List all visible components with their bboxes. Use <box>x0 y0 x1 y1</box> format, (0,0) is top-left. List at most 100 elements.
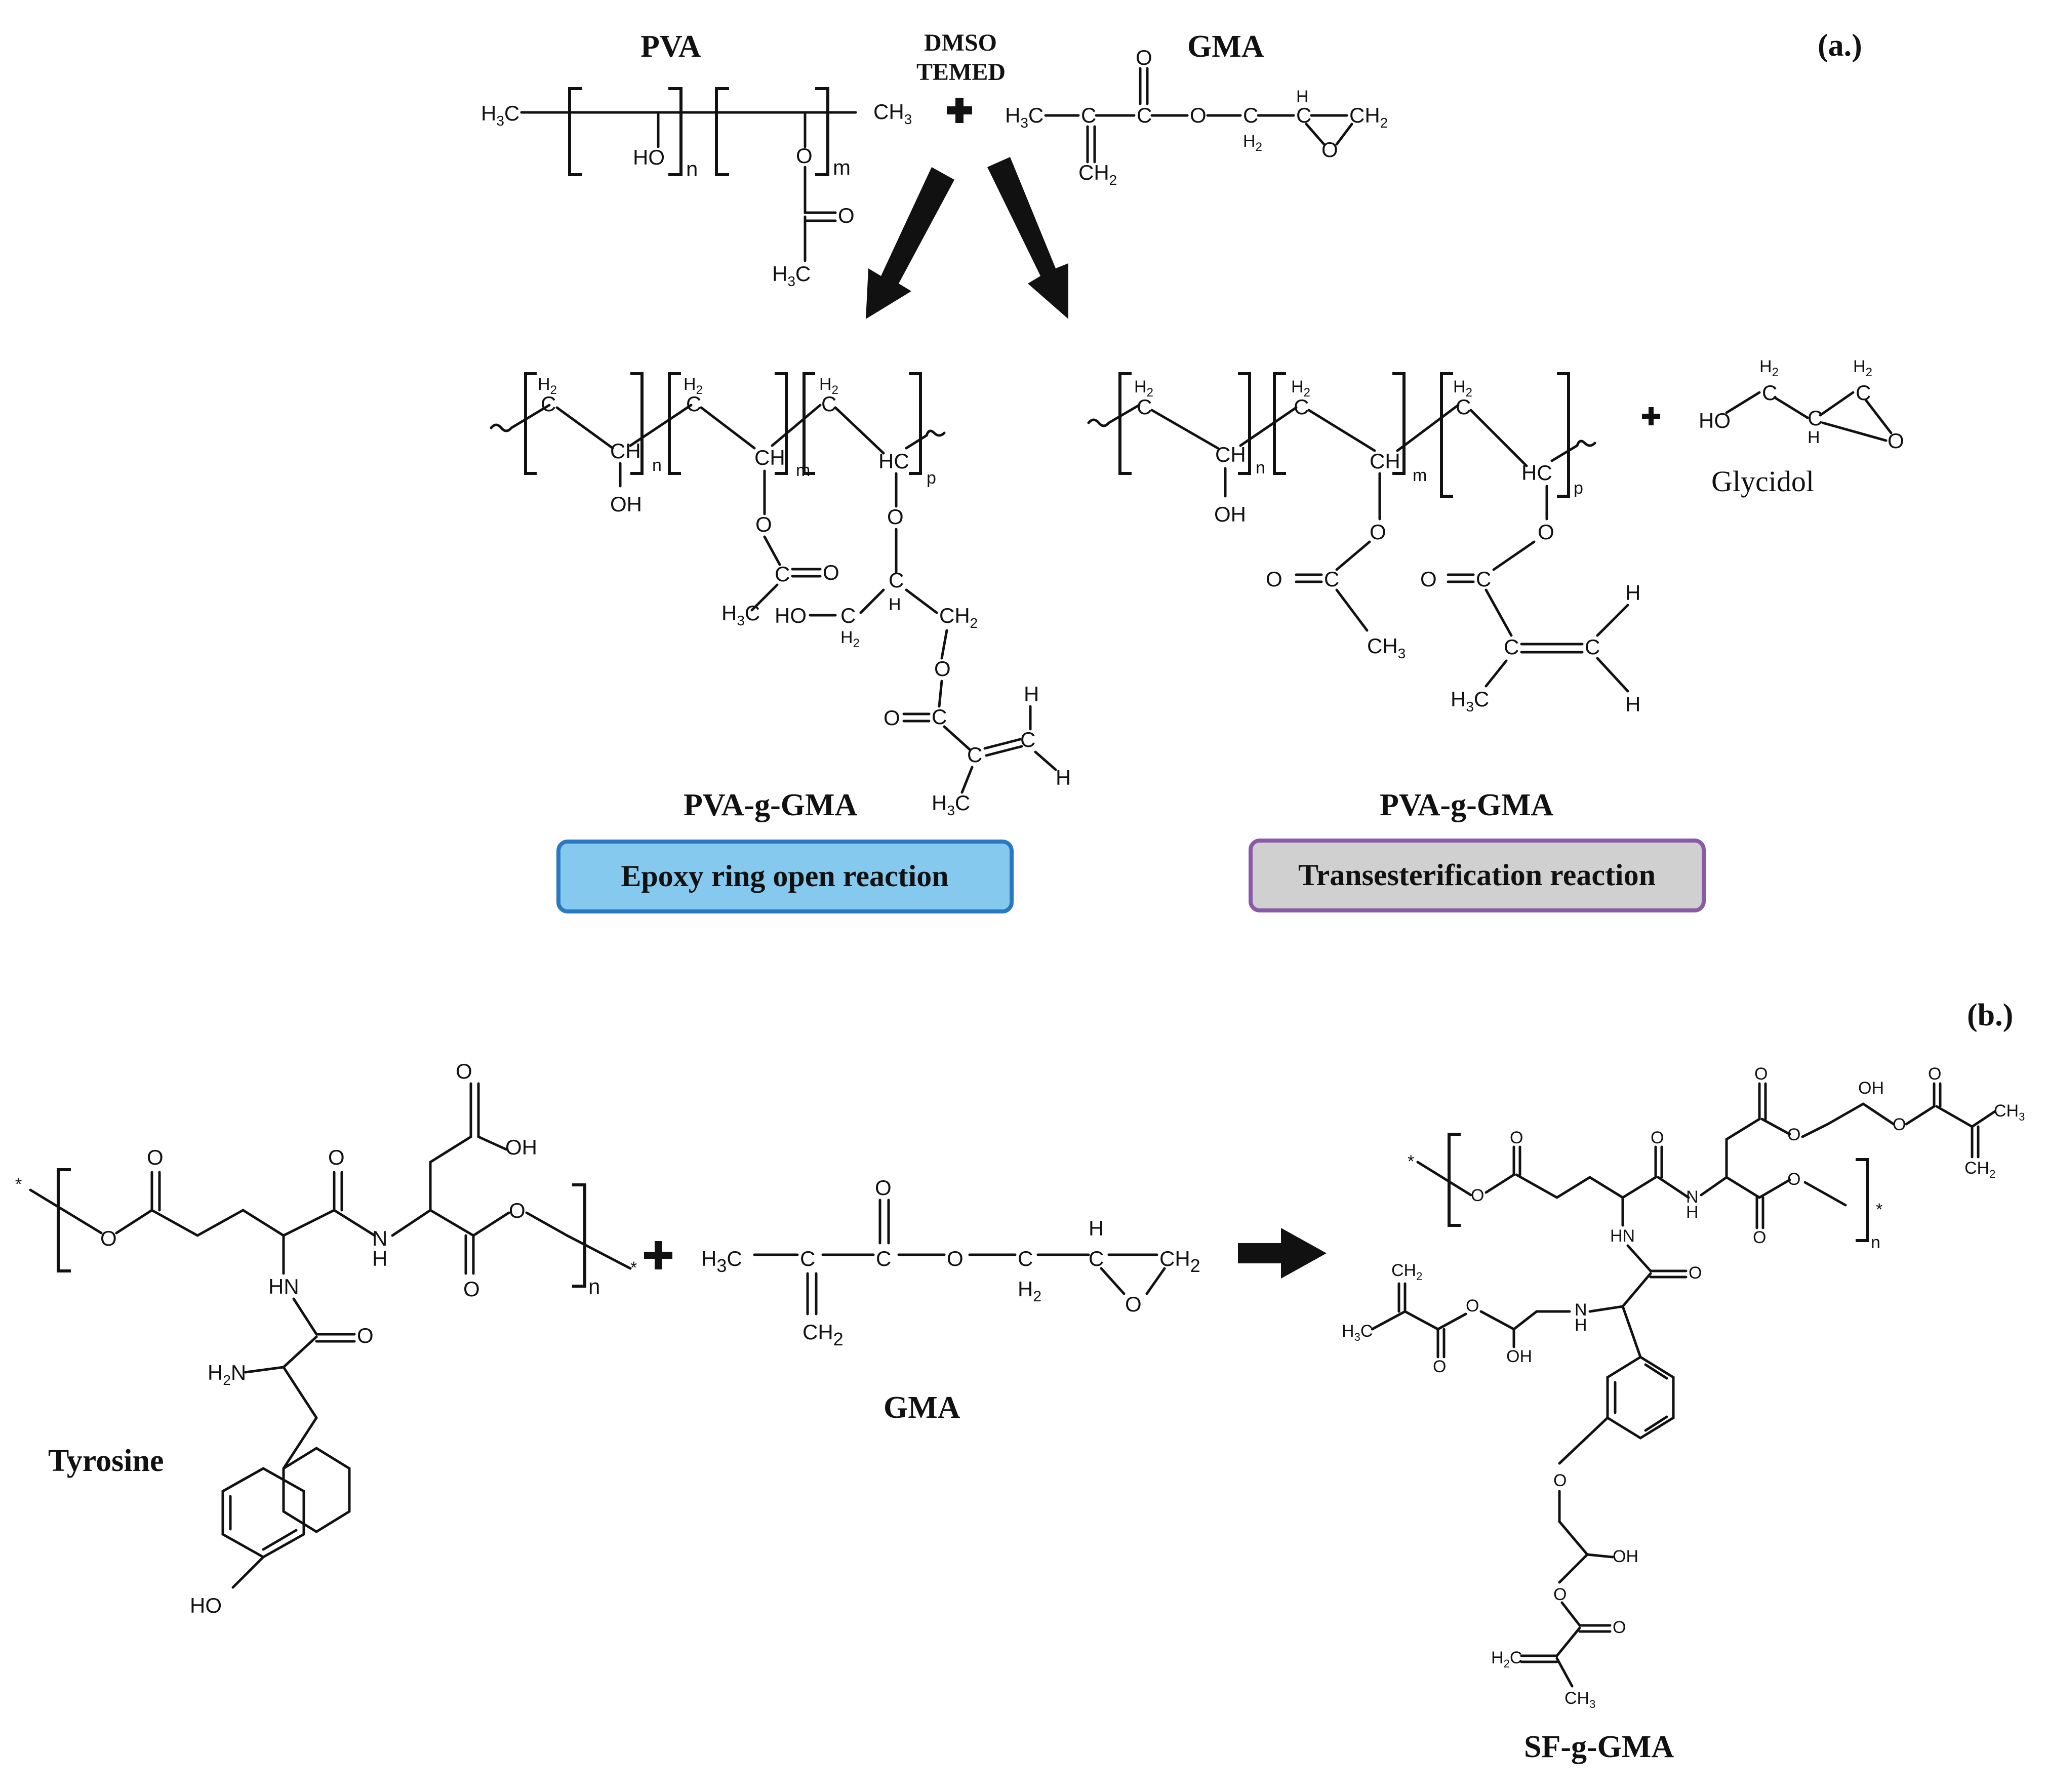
atom-label: H <box>1056 766 1071 789</box>
bond <box>771 404 822 447</box>
bond <box>1586 1553 1614 1559</box>
bond <box>1150 409 1219 450</box>
tyrosine-title: Tyrosine <box>48 1444 164 1478</box>
bond <box>510 404 551 429</box>
atom-label: CH2 <box>1159 1247 1200 1276</box>
atom-label: O <box>887 505 904 529</box>
bond <box>1335 123 1353 146</box>
bond <box>1485 588 1513 637</box>
bond <box>1596 657 1629 693</box>
atom-label: CH3 <box>1367 634 1406 661</box>
panel-a-label: (a.) <box>1818 28 1862 63</box>
product-left-title: PVA-g-GMA <box>684 788 857 822</box>
bond <box>115 1209 153 1235</box>
atom-label: O <box>1754 1064 1768 1084</box>
atom-label: O <box>147 1145 164 1169</box>
atom-label: C <box>1294 395 1309 419</box>
bond <box>1469 409 1528 467</box>
bond <box>1596 604 1629 637</box>
atom-label: C <box>876 1247 891 1270</box>
bond <box>555 406 614 450</box>
benzene-ring <box>221 1467 305 1559</box>
bond <box>1403 1310 1439 1331</box>
atom-label: C <box>1020 728 1035 751</box>
atom-label: C <box>1324 567 1339 591</box>
bond <box>1773 396 1809 419</box>
atom-label: H2 <box>1018 1277 1041 1305</box>
arrow-down-left <box>866 167 954 319</box>
reaction-label-epoxy: Epoxy ring open reaction <box>621 859 948 893</box>
repeat-bracket-right <box>815 87 829 176</box>
bond <box>1905 1105 1936 1126</box>
bond <box>525 1211 569 1237</box>
repeat-bracket-right <box>1856 1158 1869 1242</box>
wavy-bond <box>490 423 513 432</box>
atom-label: C <box>1456 395 1471 419</box>
sf-g-gma-title: SF-g-GMA <box>1524 1730 1674 1764</box>
atom-label: O <box>456 1059 472 1083</box>
bond <box>1588 1176 1624 1199</box>
atom-label: C <box>800 1247 815 1270</box>
atom-label: H2 <box>1853 357 1872 379</box>
repeat-bracket-right <box>1392 372 1406 475</box>
gma-title: GMA <box>1187 29 1264 64</box>
atom-label: HC <box>1521 461 1552 485</box>
bond <box>763 535 781 566</box>
atom-label: CH2 <box>1964 1159 1995 1180</box>
atom-label: O <box>1420 567 1437 591</box>
bond <box>1725 391 1761 414</box>
bond <box>1416 1161 1472 1197</box>
atom-label: O <box>1753 1228 1766 1247</box>
atom-label: C <box>1476 567 1491 591</box>
repeat-bracket-left <box>1273 372 1286 475</box>
bond <box>1335 540 1371 571</box>
atom-label: H <box>1575 1316 1587 1335</box>
bond <box>29 1188 103 1235</box>
atom-label: C <box>1137 395 1152 419</box>
bond <box>940 629 948 660</box>
atom-label: H2 <box>1759 357 1779 379</box>
repeat-bracket-right <box>775 372 788 475</box>
bond <box>231 1556 265 1589</box>
atom-label: C <box>1585 635 1600 659</box>
atom-label: C <box>1808 406 1823 430</box>
bond <box>429 1209 475 1237</box>
bond <box>938 680 943 708</box>
bond <box>1826 1102 1865 1126</box>
bond <box>1725 1118 1761 1141</box>
subscript-p: p <box>1574 479 1583 498</box>
atom-label: OH <box>1613 1547 1638 1566</box>
product-right-structure: H2 C CH OH n H2 C CH m O C O CH3 H2 C HC… <box>1087 372 1640 716</box>
bond <box>1371 1310 1407 1331</box>
sf-g-gma-structure: * O O O N H O O OH O O CH3 <box>1342 1064 2025 1710</box>
atom-label: O <box>328 1145 345 1169</box>
atom-label: O <box>796 144 813 168</box>
panel-b-label: (b.) <box>1967 998 2013 1032</box>
tyrosine-structure: * O O O N H O OH O O n * <box>15 1059 637 1617</box>
bond <box>1558 1416 1609 1465</box>
bond <box>1819 391 1855 417</box>
atom-label: H2 <box>1243 132 1262 154</box>
bond <box>566 1234 632 1270</box>
atom-label: * <box>1408 1152 1414 1171</box>
bond <box>1725 1176 1761 1199</box>
repeat-bracket-left <box>1118 372 1132 475</box>
atom-label: CH2 <box>939 604 978 631</box>
atom-label: * <box>1876 1200 1882 1219</box>
product-right-title: PVA-g-GMA <box>1380 788 1553 822</box>
bond <box>1555 1626 1581 1657</box>
arrow-right <box>1238 1228 1327 1279</box>
atom-label: O <box>1553 1585 1567 1604</box>
repeat-bracket-left <box>524 372 537 475</box>
atom-label: C <box>1243 103 1258 127</box>
bond <box>1760 1118 1791 1136</box>
bond <box>1396 404 1460 452</box>
atom-label: O <box>755 512 772 536</box>
bond <box>1803 1181 1847 1207</box>
atom-label: C <box>840 604 856 627</box>
atom-label: OH <box>505 1135 537 1159</box>
reaction-box-transesterification <box>1249 839 1706 912</box>
atom-label: O <box>509 1199 526 1222</box>
atom-label: O <box>1136 46 1152 69</box>
plus-sign-small <box>1642 407 1660 425</box>
